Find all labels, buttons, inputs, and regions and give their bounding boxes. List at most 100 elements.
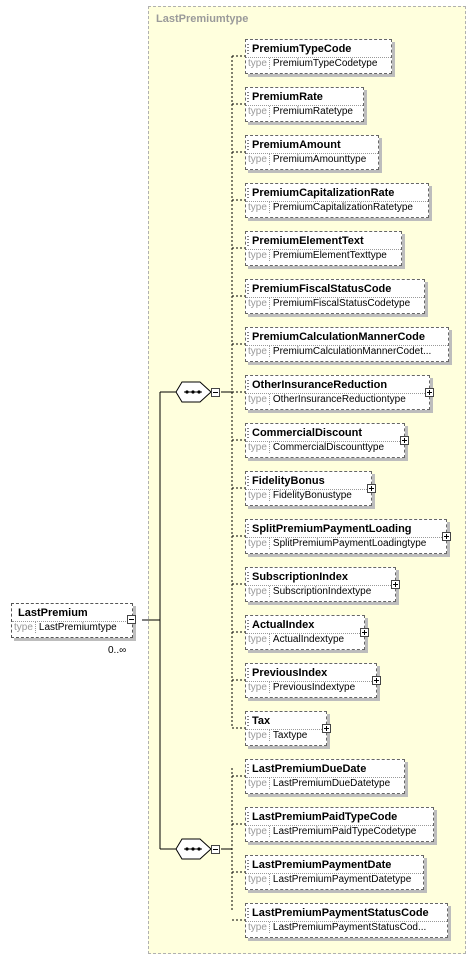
element-marker-icon (247, 233, 251, 247)
element-name: PremiumFiscalStatusCode (252, 283, 392, 295)
element-name: LastPremiumPaymentStatusCode (252, 907, 429, 919)
type-value: LastPremiumPaidTypeCodetype (272, 826, 417, 837)
expand-icon[interactable] (391, 580, 400, 589)
root-element-name: LastPremium (18, 607, 88, 619)
expand-icon[interactable] (442, 532, 451, 541)
collapse-sequence-1-icon[interactable] (211, 388, 220, 397)
element-marker-icon (247, 377, 251, 391)
element-marker-icon (247, 857, 251, 871)
type-value: PremiumAmounttype (272, 154, 367, 165)
element-marker-icon (247, 41, 251, 55)
element-name: PremiumCalculationMannerCode (252, 331, 425, 343)
expand-icon[interactable] (322, 724, 331, 733)
type-value: PremiumRatetype (272, 106, 353, 117)
type-label: type (248, 778, 270, 789)
type-label: type (248, 682, 270, 693)
expand-icon[interactable] (372, 676, 381, 685)
type-value: PremiumElementTexttype (272, 250, 387, 261)
type-label: type (248, 346, 270, 357)
element-marker-icon (247, 809, 251, 823)
type-value: CommercialDiscounttype (272, 442, 385, 453)
element-name: LastPremiumPaidTypeCode (252, 811, 398, 823)
type-value: OtherInsuranceReductiontype (272, 394, 406, 405)
expand-icon[interactable] (367, 484, 376, 493)
element-name: CommercialDiscount (252, 427, 363, 439)
element-name: PremiumElementText (252, 235, 364, 247)
type-value: PremiumCalculationMannerCodet... (272, 346, 432, 357)
element-name: PreviousIndex (252, 667, 328, 679)
type-value: PremiumFiscalStatusCodetype (272, 298, 411, 309)
element-marker-icon (247, 425, 251, 439)
element-name: FidelityBonus (252, 475, 325, 487)
type-label: type (248, 58, 270, 69)
element-marker-icon (247, 521, 251, 535)
expand-icon[interactable] (425, 388, 434, 397)
type-label: type (248, 106, 270, 117)
sequence-compositor-1[interactable] (175, 381, 212, 403)
expand-icon[interactable] (400, 436, 409, 445)
type-label: type (248, 202, 270, 213)
type-label: type (248, 442, 270, 453)
collapse-sequence-2-icon[interactable] (211, 845, 220, 854)
element-marker-icon (247, 569, 251, 583)
type-value: LastPremiumDueDatetype (272, 778, 391, 789)
sequence-compositor-2[interactable] (175, 838, 212, 860)
type-label: type (248, 250, 270, 261)
expand-icon[interactable] (360, 628, 369, 637)
element-marker-icon (247, 185, 251, 199)
type-label: type (14, 622, 36, 633)
element-marker-icon (247, 473, 251, 487)
element-marker-icon (247, 137, 251, 151)
type-label: type (248, 298, 270, 309)
type-value: ActualIndextype (272, 634, 345, 645)
element-name: SubscriptionIndex (252, 571, 348, 583)
type-value: PreviousIndextype (272, 682, 356, 693)
type-label: type (248, 538, 270, 549)
element-name: LastPremiumDueDate (252, 763, 367, 775)
type-value: FidelityBonustype (272, 490, 352, 501)
type-label: type (248, 634, 270, 645)
element-marker-icon (247, 761, 251, 775)
complex-type-title: LastPremiumtype (156, 13, 249, 25)
collapse-root-icon[interactable] (127, 615, 136, 624)
element-name: Tax (252, 715, 271, 727)
